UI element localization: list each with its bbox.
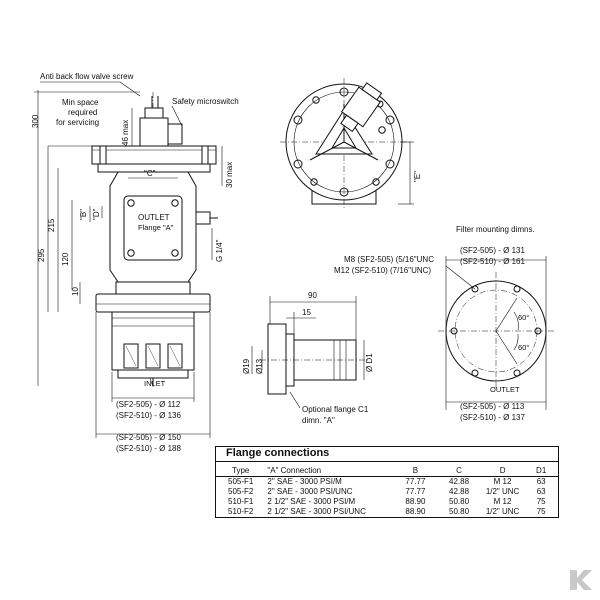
- dim-d131-510: (SF2-510) - Ø 161: [460, 257, 525, 266]
- cell-type: 510-F1: [228, 497, 254, 506]
- label-optional-flange: Optional flange C1: [302, 405, 369, 414]
- dim-d1: Ø D1: [365, 353, 374, 372]
- header-c: C: [437, 461, 481, 477]
- label-m8-thread: M8 (SF2-505) (5/16"UNC: [344, 255, 434, 264]
- label-anti-back-flow: Anti back flow valve screw: [40, 72, 134, 81]
- cell-c: 50.80: [449, 507, 470, 516]
- cell-b: 88.90: [405, 497, 426, 506]
- cell-d: M 12: [493, 497, 512, 506]
- cell-connection: 2 1/2" SAE - 3000 PSI/UNC: [267, 507, 366, 516]
- header-type: Type: [215, 461, 266, 477]
- optional-flange-view: [251, 296, 370, 409]
- label-filter-mounting: Filter mounting dimns.: [456, 225, 535, 234]
- dim-46-max: 46 max: [121, 120, 130, 146]
- cell-connection: 2 1/2" SAE - 3000 PSI/M: [267, 497, 356, 506]
- top-plan-view: [280, 78, 414, 210]
- dim-d19: Ø19: [242, 358, 251, 374]
- label-outlet: OUTLET: [138, 213, 170, 222]
- cell-type: 510-F2: [228, 507, 254, 516]
- dim-d13: Ø13: [255, 358, 264, 374]
- header-d1: D1: [524, 461, 559, 477]
- dim-215: 215: [47, 218, 56, 232]
- cell-d1: 63: [536, 477, 546, 486]
- logo-shape: [570, 570, 592, 590]
- dim-295: 295: [37, 248, 46, 262]
- label-flange-a: Flange "A": [138, 223, 174, 232]
- cell-c: 42.88: [449, 477, 470, 486]
- dim-c: "C": [144, 169, 156, 178]
- dim-d131-505: (SF2-505) - Ø 131: [460, 246, 525, 255]
- table-row: 505-F2 2" SAE - 3000 PSI/UNC 77.77 42.88 1/2…: [216, 487, 559, 497]
- header-d: D: [480, 461, 525, 477]
- cell-d1: 75: [536, 497, 546, 506]
- dim-d113-510: (SF2-510) - Ø 137: [460, 413, 525, 422]
- cell-d: 1/2" UNC: [485, 487, 520, 496]
- header-b: B: [393, 461, 438, 477]
- cell-b: 77.77: [405, 487, 426, 496]
- label-inlet: INLET: [144, 379, 166, 388]
- dim-e: "E": [413, 171, 422, 182]
- table-header-row: Type "A" Connection B C D D1: [215, 461, 559, 477]
- label-safety-microswitch: Safety microswitch: [172, 97, 239, 106]
- cell-b: 88.90: [405, 507, 426, 516]
- table-row: 510-F1 2 1/2" SAE - 3000 PSI/M 88.90 50.80 M…: [216, 497, 559, 507]
- table-row: 505-F1 2" SAE - 3000 PSI/M 77.77 42.88 M 12 6…: [216, 477, 559, 488]
- cell-connection: 2" SAE - 3000 PSI/M: [267, 477, 342, 486]
- cell-c: 50.80: [449, 497, 470, 506]
- header-connection: "A" Connection: [265, 461, 394, 477]
- flange-connections-table: Flange connections Type "A" Connection B…: [215, 446, 559, 518]
- dim-90: 90: [308, 291, 317, 300]
- dim-300: 300: [31, 114, 40, 128]
- table-row: 510-F2 2 1/2" SAE - 3000 PSI/UNC 88.90 50.8…: [216, 507, 559, 518]
- label-outlet-plan: OUTLET: [490, 385, 520, 394]
- label-g-quarter: G 1/4": [215, 239, 224, 262]
- dim-d113-505: (SF2-505) - Ø 113: [460, 402, 525, 411]
- dim-10: 10: [71, 287, 80, 296]
- dim-30-max: 30 max: [225, 162, 234, 188]
- kramp-k-logo-icon: [570, 570, 592, 590]
- table-title: Flange connections: [215, 446, 559, 461]
- side-elevation-view: [34, 81, 223, 438]
- label-min-space-required: required: [68, 108, 97, 117]
- dim-120: 120: [61, 252, 70, 266]
- cell-type: 505-F2: [228, 487, 254, 496]
- filter-mounting-view: [438, 256, 556, 410]
- label-min-space: Min space: [62, 98, 99, 107]
- dim-d112-510: (SF2-510) - Ø 136: [116, 411, 181, 420]
- cell-b: 77.77: [405, 477, 426, 486]
- dim-b: "B": [79, 209, 88, 220]
- cell-type: 505-F1: [228, 477, 254, 486]
- dim-15: 15: [302, 308, 311, 317]
- label-m12-thread: M12 (SF2-510) (7/16"UNC): [334, 266, 431, 275]
- cell-c: 42.88: [449, 487, 470, 496]
- dim-d112-505: (SF2-505) - Ø 112: [116, 400, 181, 409]
- label-angle-60-bottom: 60°: [518, 343, 529, 352]
- cell-connection: 2" SAE - 3000 PSI/UNC: [267, 487, 353, 496]
- label-angle-60-top: 60°: [518, 313, 529, 322]
- label-min-space-servicing: for servicing: [56, 118, 99, 127]
- dim-d150-510: (SF2-510) - Ø 188: [116, 444, 181, 453]
- cell-d: M 12: [493, 477, 512, 486]
- cell-d: 1/2" UNC: [485, 507, 520, 516]
- label-optional-flange-dimn: dimn. "A": [302, 416, 335, 425]
- dim-d150-505: (SF2-505) - Ø 150: [116, 433, 181, 442]
- dim-d: "D": [92, 208, 101, 220]
- cell-d1: 75: [536, 507, 546, 516]
- cell-d1: 63: [536, 487, 546, 496]
